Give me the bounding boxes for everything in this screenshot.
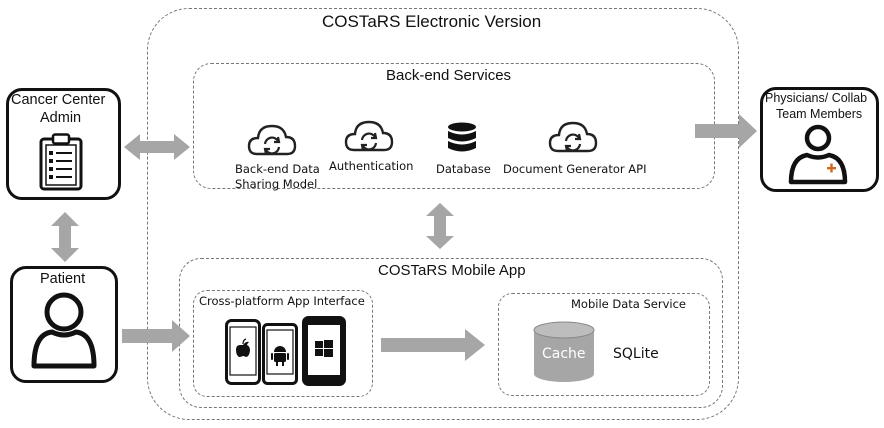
admin-patient-bidirectional-arrow bbox=[51, 212, 79, 262]
cache-label: Cache bbox=[542, 346, 586, 362]
mobile-app-title: COSTaRS Mobile App bbox=[378, 262, 526, 279]
physicians-label-line2: Team Members bbox=[776, 107, 863, 121]
backend-item-database: Database bbox=[436, 162, 491, 176]
admin-label-line2: Admin bbox=[40, 110, 82, 126]
app-interface-box bbox=[193, 290, 373, 397]
cloud-sync-icon bbox=[344, 120, 394, 152]
admin-label-line1: Cancer Center bbox=[11, 92, 106, 108]
data-service-title: Mobile Data Service bbox=[571, 297, 686, 311]
backend-item-data-sharing-line2: Sharing Model bbox=[235, 177, 318, 191]
backend-item-document-generator: Document Generator API bbox=[503, 162, 647, 176]
backend-mobile-bidirectional-arrow bbox=[426, 203, 454, 249]
physicians-box bbox=[760, 87, 879, 192]
database-icon bbox=[448, 122, 476, 152]
sqlite-label: SQLite bbox=[613, 346, 659, 362]
patient-to-mobile-arrow bbox=[122, 320, 190, 352]
cloud-sync-icon bbox=[247, 124, 297, 156]
physicians-label-line1: Physicians/ Collab bbox=[765, 91, 868, 105]
outer-title: COSTaRS Electronic Version bbox=[322, 12, 542, 31]
person-icon bbox=[31, 292, 97, 369]
windows-phone-icon bbox=[302, 316, 346, 386]
backend-item-authentication: Authentication bbox=[329, 159, 414, 173]
interface-to-data-service-arrow bbox=[381, 329, 485, 361]
cloud-sync-icon bbox=[548, 121, 598, 153]
cache-cylinder-icon bbox=[533, 321, 595, 382]
android-phone-icon bbox=[262, 323, 298, 385]
mobile-data-service-box bbox=[498, 293, 710, 396]
admin-backend-bidirectional-arrow bbox=[124, 134, 190, 160]
backend-item-data-sharing-line1: Back-end Data bbox=[235, 162, 320, 176]
clipboard-icon bbox=[39, 133, 83, 191]
apple-phone-icon bbox=[225, 319, 261, 385]
backend-title: Back-end Services bbox=[386, 67, 512, 84]
patient-label: Patient bbox=[40, 271, 86, 287]
physician-icon bbox=[788, 124, 848, 185]
app-interface-title: Cross-platform App Interface bbox=[199, 294, 365, 308]
to-physicians-arrow bbox=[695, 114, 757, 148]
costars-electronic-container bbox=[147, 8, 739, 420]
